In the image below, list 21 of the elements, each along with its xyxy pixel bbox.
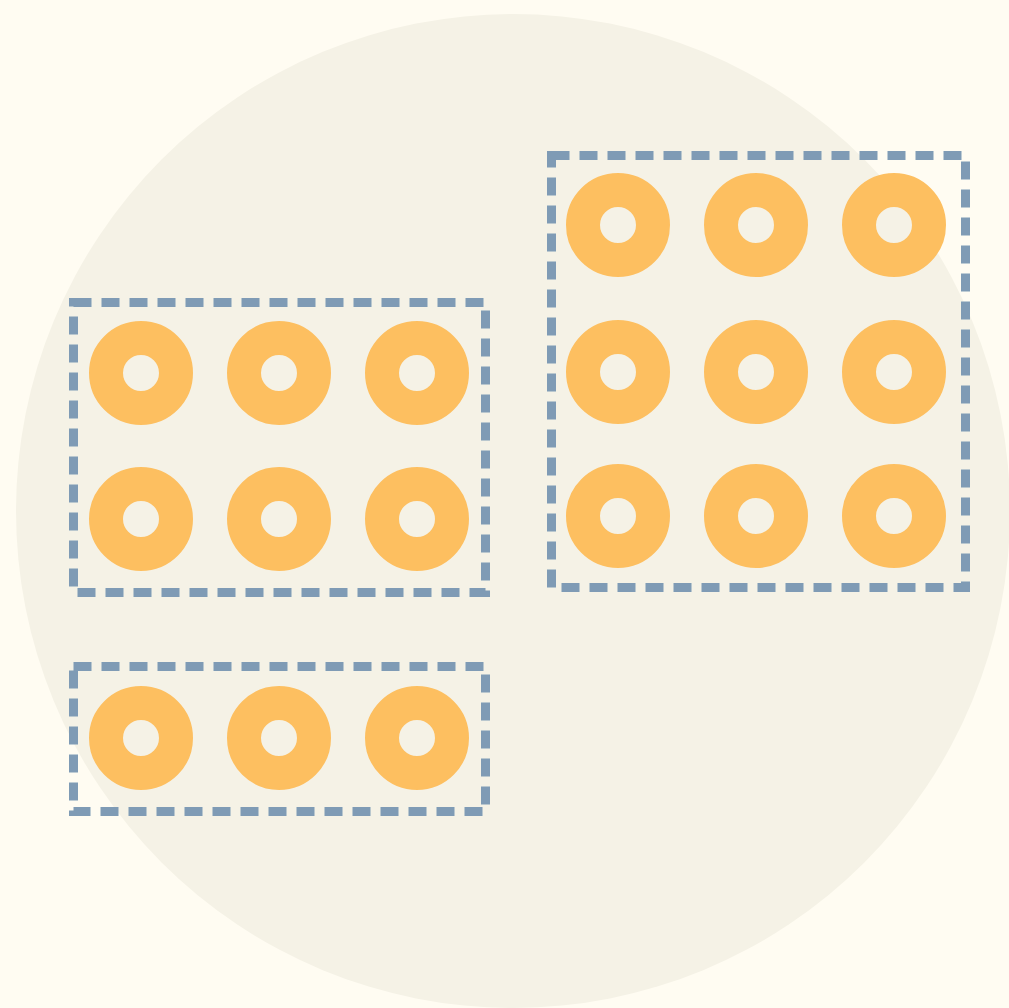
ring-marker [227,686,331,790]
ring-marker [704,173,808,277]
ring-marker [89,467,193,571]
dashed-group-box [547,151,970,592]
ring-marker [704,464,808,568]
dashed-group-box [69,298,490,597]
ring-marker [842,173,946,277]
ring-marker [89,686,193,790]
ring-marker [704,320,808,424]
ring-marker [365,467,469,571]
ring-marker [365,686,469,790]
ring-marker [227,467,331,571]
ring-marker [842,464,946,568]
ring-marker [566,464,670,568]
ring-marker [566,320,670,424]
ring-marker [842,320,946,424]
ring-marker [89,321,193,425]
ring-marker [365,321,469,425]
ring-marker [227,321,331,425]
ring-marker [566,173,670,277]
dashed-group-box [69,662,490,816]
